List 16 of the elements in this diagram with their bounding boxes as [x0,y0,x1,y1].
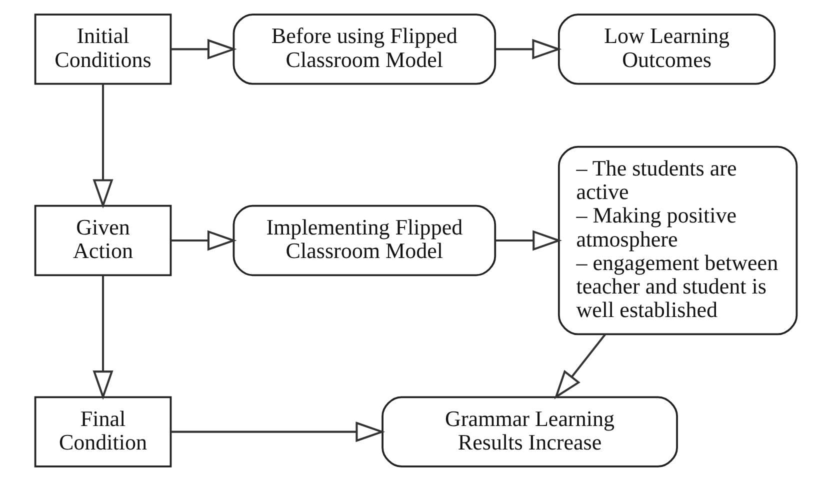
arrow [92,275,114,400]
arrow [170,230,237,251]
node-box: Initial Conditions [34,14,172,85]
arrow [554,334,606,400]
node-box: – The students are active – Making positive atmosphere – engagement between teacher and student is well established [558,146,798,336]
node-box: Grammar Learning Results Increase [382,396,678,468]
node-box: Before using Flipped Classroom Model [232,14,496,85]
arrow [92,84,114,208]
arrow [496,38,562,60]
arrow [170,422,385,442]
node-box: Low Learning Outcomes [558,14,776,85]
arrow [495,230,562,251]
node-box: Implementing Flipped Classroom Model [232,204,496,276]
node-box: Given Action [34,204,172,276]
arrow [170,38,237,60]
node-box: Final Condition [34,396,172,468]
